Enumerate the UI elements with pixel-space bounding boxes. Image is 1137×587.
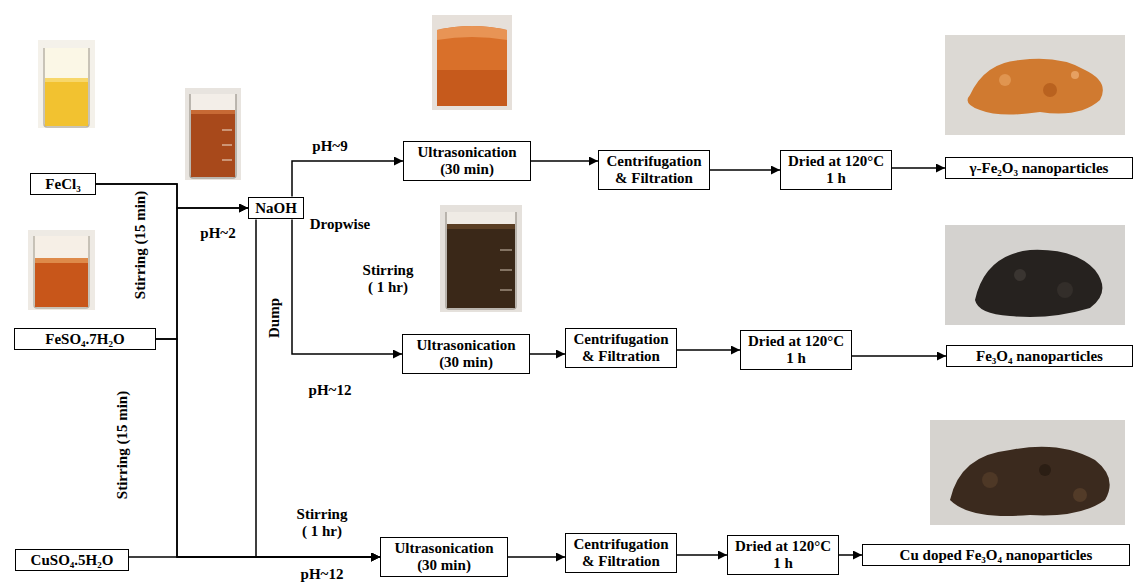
beaker-photo (185, 88, 241, 180)
process-box: Centrifugation & Filtration (598, 150, 710, 190)
product-box: Fe₃O₄ nanoparticles (946, 345, 1133, 368)
node-text: Fe₃O₄ nanoparticles (951, 348, 1128, 365)
process-box: Ultrasonication (30 min) (403, 141, 531, 181)
node-text: γ-Fe₂O₃ nanoparticles (950, 160, 1128, 177)
flow-arrow (530, 353, 565, 355)
reagent-box: CuSO₄.5H₂O (15, 549, 129, 572)
flow-arrow (839, 554, 862, 556)
step-note: Stirring (15 min) (132, 190, 149, 300)
node-text: Dried at 120°C 1 h (785, 153, 887, 187)
ph-note: pH~2 (199, 225, 236, 242)
reagent-box: FeSO₄.7H₂O (14, 328, 156, 351)
step-note: Dropwise (309, 216, 372, 233)
flow-arrow (892, 167, 945, 169)
product-box: γ-Fe₂O₃ nanoparticles (945, 157, 1133, 180)
process-box: Dried at 120°C 1 h (740, 330, 852, 370)
process-box: Dried at 120°C 1 h (780, 150, 892, 190)
suspension-photo (432, 15, 512, 110)
node-text: Dried at 120°C 1 h (732, 538, 834, 572)
node-text: Centrifugation & Filtration (570, 331, 672, 365)
edge-label: pH~12 (300, 566, 345, 583)
node-text: Cu doped Fe₃O₄ nanoparticles (867, 547, 1125, 564)
flow-arrow (677, 554, 727, 556)
process-box: Ultrasonication (30 min) (380, 537, 508, 577)
node-text: Ultrasonication (30 min) (408, 144, 526, 178)
powder-photo (945, 225, 1125, 325)
beaker-photo (38, 40, 95, 128)
flow-arrow (710, 169, 780, 171)
edge-label: pH~9 (311, 138, 348, 155)
process-box: Centrifugation & Filtration (565, 533, 677, 573)
flow-arrow (531, 160, 598, 162)
flow-arrow (852, 355, 946, 357)
flow-arrow (508, 556, 565, 558)
step-note: Stirring (15 min) (114, 390, 131, 500)
node-text: Dried at 120°C 1 h (745, 333, 847, 367)
step-note: Stirring ( 1 hr) (360, 262, 417, 295)
node-text: FeSO₄.7H₂O (19, 331, 151, 348)
edge-label: pH~12 (308, 382, 353, 399)
process-box: Centrifugation & Filtration (565, 328, 677, 368)
base-box: NaOH (248, 197, 304, 220)
product-box: Cu doped Fe₃O₄ nanoparticles (862, 544, 1130, 567)
flow-arrow (156, 339, 380, 557)
node-text: Centrifugation & Filtration (603, 153, 705, 187)
node-text: FeCl₃ (35, 176, 91, 193)
flow-arrow (292, 161, 403, 197)
flow-arrow (96, 184, 380, 557)
powder-photo (945, 35, 1125, 135)
flow-arrow (156, 208, 248, 339)
powder-photo (930, 420, 1125, 525)
reagent-box: FeCl₃ (30, 173, 96, 196)
beaker-photo (28, 230, 95, 310)
node-text: Ultrasonication (30 min) (407, 337, 525, 371)
node-text: NaOH (253, 200, 299, 217)
beaker-photo (440, 205, 522, 312)
flow-arrow (677, 349, 740, 351)
flow-arrow (96, 184, 248, 208)
process-box: Dried at 120°C 1 h (727, 535, 839, 575)
node-text: CuSO₄.5H₂O (20, 552, 124, 569)
node-text: Ultrasonication (30 min) (385, 540, 503, 574)
flow-arrow (129, 556, 380, 558)
step-note: Stirring ( 1 hr) (294, 506, 351, 539)
node-text: Centrifugation & Filtration (570, 536, 672, 570)
process-box: Ultrasonication (30 min) (402, 334, 530, 374)
edge-label: Dump (266, 297, 283, 339)
